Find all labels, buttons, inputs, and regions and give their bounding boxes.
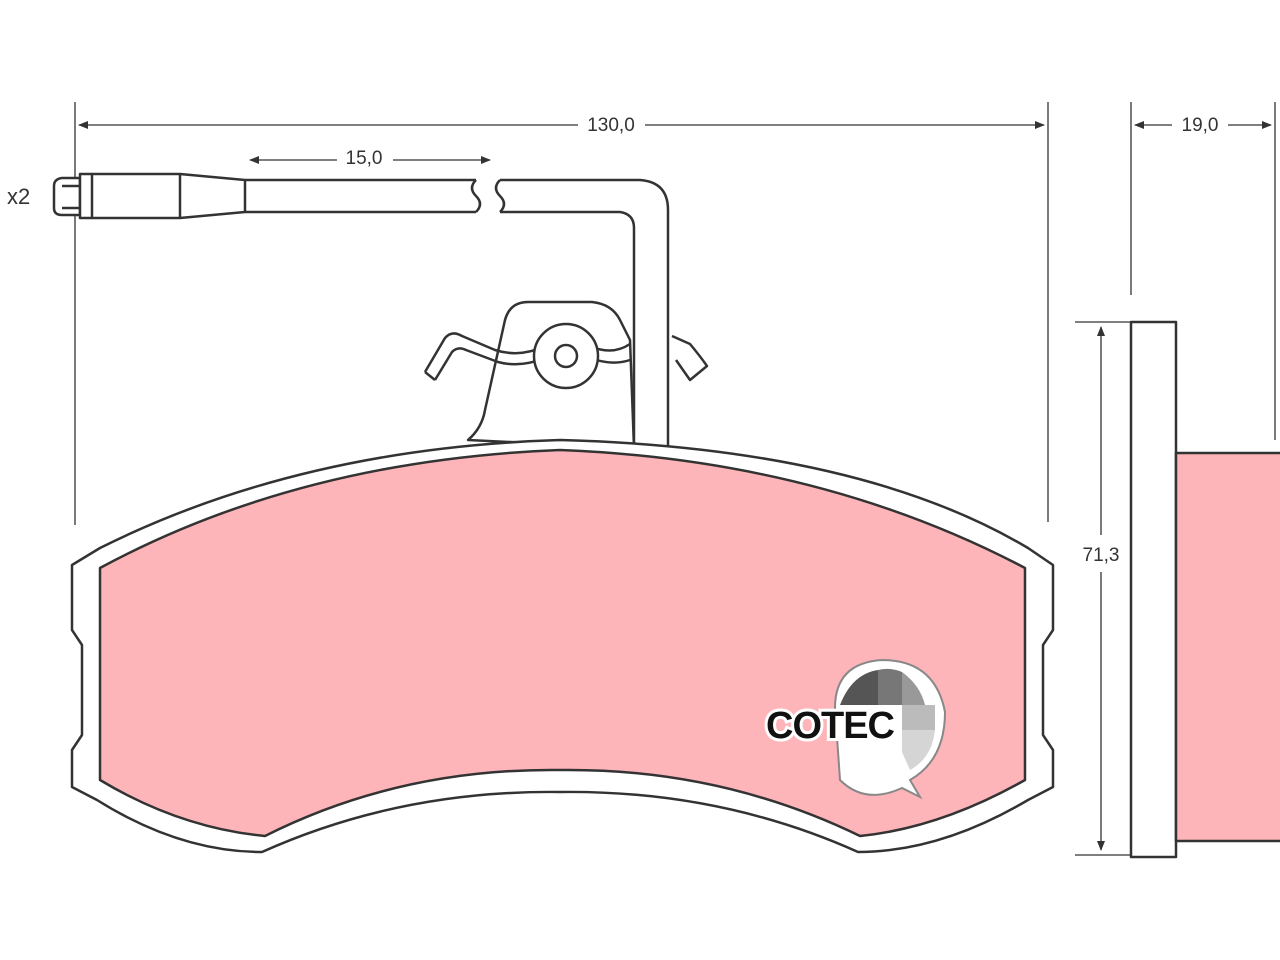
quantity-label: x2 [7,184,30,209]
width-dimension: 130,0 [74,102,1049,525]
thickness-dimension: 19,0 [1130,102,1276,440]
width-dimension-label: 130,0 [587,115,635,136]
thickness-dimension-label: 19,0 [1182,115,1219,136]
wire-dimension: 15,0 [249,148,491,169]
height-dimension-label: 71,3 [1083,545,1120,566]
cotec-logo: COTEC [763,658,947,800]
height-dimension: 71,3 [1075,321,1135,856]
wire-dimension-label: 15,0 [346,148,383,169]
side-view [1129,320,1280,859]
friction-material [98,448,1027,838]
cotec-logo-text: COTEC [766,705,895,747]
gauge-segments-icon [833,658,947,800]
side-view-backing-plate [1129,320,1178,859]
side-view-friction-material [1174,451,1280,843]
wear-indicator-wire [52,172,670,448]
